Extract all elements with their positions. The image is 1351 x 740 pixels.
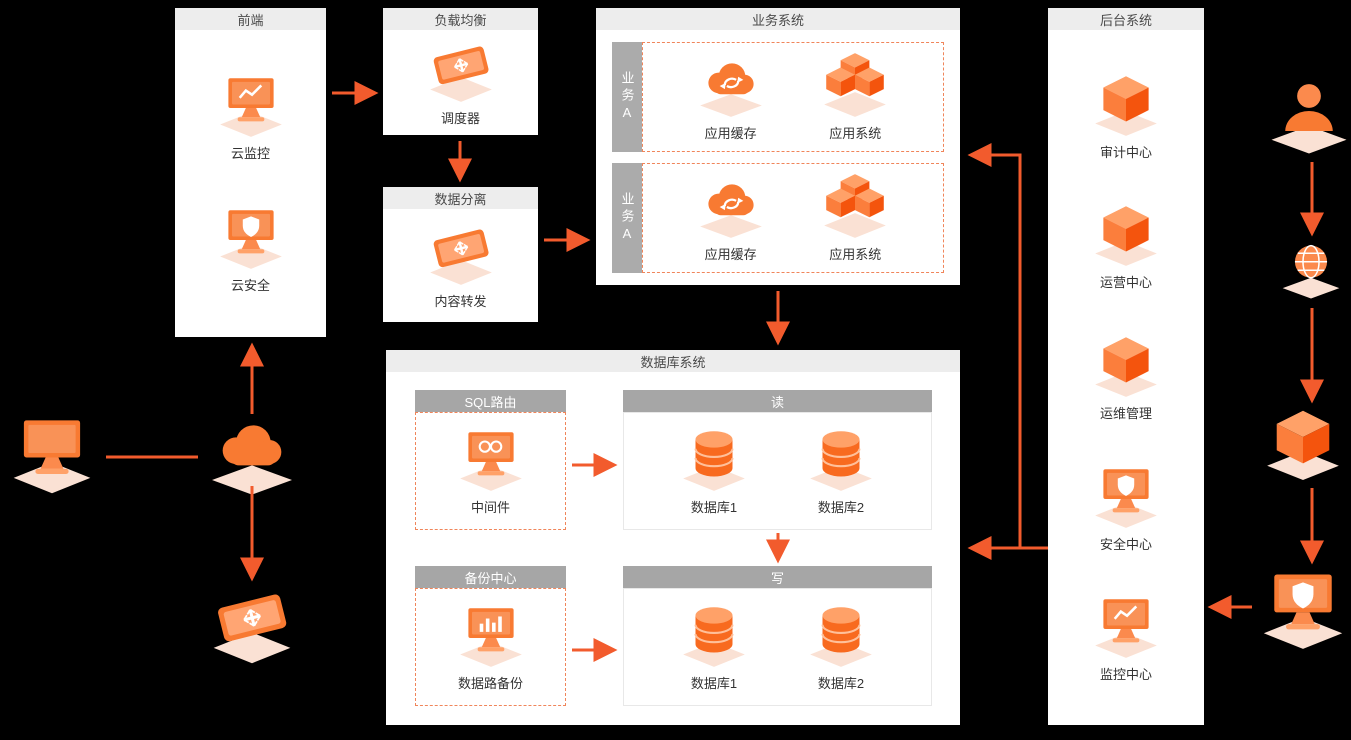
app-cache-icon <box>694 53 768 119</box>
panel-backend-system: 后台系统 审计中心 运营中心 运维管理 安全中心 监控中心 <box>1048 8 1204 725</box>
node-app-system: 应用系统 <box>818 53 892 142</box>
node-label: 应用系统 <box>829 246 882 262</box>
panel-frontend: 前端 云监控 云安全 <box>175 8 326 337</box>
panel-data-separation: 数据分离 内容转发 <box>383 187 538 322</box>
secure-terminal-icon <box>1256 568 1350 652</box>
audit-center-icon <box>1089 72 1163 138</box>
app-system-icon <box>818 53 892 119</box>
node-database-2: 数据库2 <box>804 427 878 516</box>
panel-load-balancer-title: 负载均衡 <box>383 8 538 30</box>
monitoring-center-icon <box>1089 594 1163 660</box>
node-label: 内容转发 <box>434 294 487 309</box>
node-operations-center: 运营中心 <box>1089 202 1163 291</box>
cloud-security-icon <box>214 205 288 271</box>
section-backup-center-title: 备份中心 <box>415 566 566 588</box>
database-icon <box>677 603 751 669</box>
business-group-2: 业务A 应用缓存 应用系统 <box>612 163 944 273</box>
node-label: 数据路备份 <box>457 675 523 691</box>
node-label: 运维管理 <box>1099 405 1152 421</box>
node-label: 云安全 <box>230 278 270 293</box>
node-label: 监控中心 <box>1099 667 1152 683</box>
node-app-system: 应用系统 <box>818 174 892 263</box>
om-management-icon <box>1089 333 1163 399</box>
firewall-icon <box>206 584 298 666</box>
panel-data-separation-title: 数据分离 <box>383 187 538 209</box>
desktop-icon <box>6 414 98 496</box>
node-security-center: 安全中心 <box>1089 464 1163 553</box>
database-icon <box>677 427 751 493</box>
panel-database-system-title: 数据库系统 <box>386 350 960 372</box>
database-icon <box>804 603 878 669</box>
node-label: 调度器 <box>440 111 480 126</box>
section-sql-route-title: SQL路由 <box>415 390 566 412</box>
section-write-title: 写 <box>623 566 932 588</box>
node-app-cache: 应用缓存 <box>694 53 768 142</box>
node-label: 数据库2 <box>817 499 865 515</box>
data-backup-icon <box>454 603 528 669</box>
package-icon <box>1260 406 1346 482</box>
node-om-management: 运维管理 <box>1089 333 1163 422</box>
user-icon <box>1264 76 1351 156</box>
panel-business-system-title: 业务系统 <box>596 8 960 30</box>
node-scheduler: 调度器 <box>424 38 498 127</box>
node-label: 应用缓存 <box>704 125 757 141</box>
section-backup-center: 备份中心 数据路备份 <box>415 566 566 706</box>
middleware-icon <box>454 427 528 493</box>
node-database-1: 数据库1 <box>677 427 751 516</box>
business-group-area: 应用缓存 应用系统 <box>642 42 944 152</box>
business-group-area: 应用缓存 应用系统 <box>642 163 944 273</box>
node-label: 运营中心 <box>1099 275 1152 291</box>
business-group-1: 业务A 应用缓存 应用系统 <box>612 42 944 152</box>
panel-frontend-title: 前端 <box>175 8 326 30</box>
cloud-icon <box>204 412 300 497</box>
node-cloud-monitor: 云监控 <box>214 73 288 162</box>
scheduler-icon <box>424 38 498 104</box>
section-sql-route: SQL路由 中间件 <box>415 390 566 530</box>
app-system-icon <box>818 174 892 240</box>
panel-backend-system-title: 后台系统 <box>1048 8 1204 30</box>
section-write: 写 数据库1 数据库2 <box>623 566 932 706</box>
node-audit-center: 审计中心 <box>1089 72 1163 161</box>
panel-database-system: 数据库系统 SQL路由 中间件 读 数据库1 <box>386 350 960 725</box>
node-label: 中间件 <box>470 499 510 515</box>
globe-icon <box>1277 240 1345 300</box>
database-icon <box>804 427 878 493</box>
node-content-forward: 内容转发 <box>424 221 498 310</box>
section-read: 读 数据库1 数据库2 <box>623 390 932 530</box>
operations-center-icon <box>1089 202 1163 268</box>
node-label: 安全中心 <box>1099 536 1152 552</box>
cloud-monitor-icon <box>214 73 288 139</box>
node-database-1: 数据库1 <box>677 603 751 692</box>
node-middleware: 中间件 <box>454 427 528 516</box>
node-label: 审计中心 <box>1099 144 1152 160</box>
node-data-backup: 数据路备份 <box>454 603 528 692</box>
panel-business-system: 业务系统 业务A 应用缓存 应用系统 业务A <box>596 8 960 285</box>
node-label: 数据库1 <box>690 499 738 515</box>
node-monitoring-center: 监控中心 <box>1089 594 1163 683</box>
business-group-side-label: 业务A <box>612 42 642 152</box>
node-label: 应用系统 <box>829 125 882 141</box>
security-center-icon <box>1089 464 1163 530</box>
section-read-title: 读 <box>623 390 932 412</box>
node-label: 数据库2 <box>817 675 865 691</box>
node-app-cache: 应用缓存 <box>694 174 768 263</box>
app-cache-icon <box>694 174 768 240</box>
panel-load-balancer: 负载均衡 调度器 <box>383 8 538 135</box>
business-group-side-label: 业务A <box>612 163 642 273</box>
node-cloud-security: 云安全 <box>214 205 288 294</box>
content-forward-icon <box>424 221 498 287</box>
node-database-2: 数据库2 <box>804 603 878 692</box>
node-label: 云监控 <box>230 146 270 161</box>
node-label: 数据库1 <box>690 675 738 691</box>
node-label: 应用缓存 <box>704 246 757 262</box>
